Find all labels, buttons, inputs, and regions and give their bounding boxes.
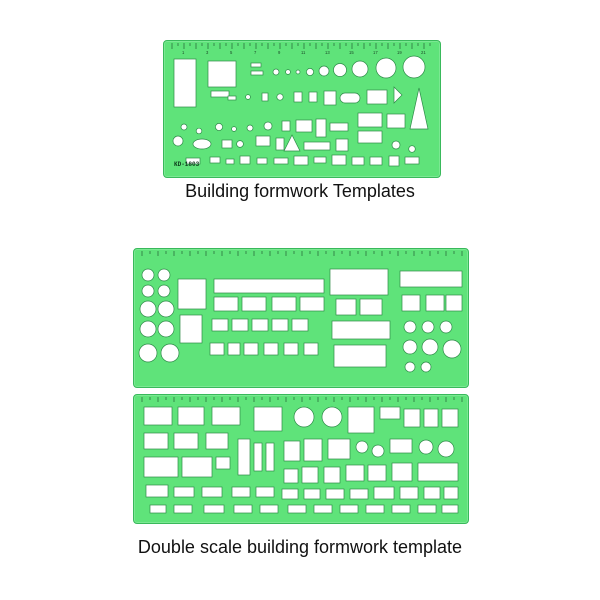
svg-text:13: 13 xyxy=(325,50,330,55)
svg-text:11: 11 xyxy=(301,50,306,55)
svg-text:19: 19 xyxy=(397,50,402,55)
svg-text:1: 1 xyxy=(182,50,185,55)
upper-shapes xyxy=(138,268,463,373)
svg-text:15: 15 xyxy=(349,50,354,55)
double-template-lower-cutouts xyxy=(141,397,463,514)
svg-text:3: 3 xyxy=(206,50,209,55)
svg-text:5: 5 xyxy=(230,50,233,55)
lower-ruler-ticks xyxy=(141,397,463,402)
double-formwork-template-lower xyxy=(133,394,469,524)
top-ruler-ticks xyxy=(171,43,431,49)
lower-shapes xyxy=(143,406,459,514)
double-template-upper-cutouts xyxy=(138,251,463,373)
svg-text:21: 21 xyxy=(421,50,426,55)
svg-text:7: 7 xyxy=(254,50,257,55)
top-caption: Building formwork Templates xyxy=(185,181,415,201)
single-template-shapes xyxy=(172,55,429,167)
single-template-model-label: KD-1803 xyxy=(174,161,200,168)
svg-text:17: 17 xyxy=(373,50,378,55)
double-formwork-template-upper xyxy=(133,248,469,388)
bottom-caption: Double scale building formwork template xyxy=(137,537,463,557)
svg-text:9: 9 xyxy=(278,50,281,55)
upper-ruler-ticks xyxy=(141,251,463,256)
